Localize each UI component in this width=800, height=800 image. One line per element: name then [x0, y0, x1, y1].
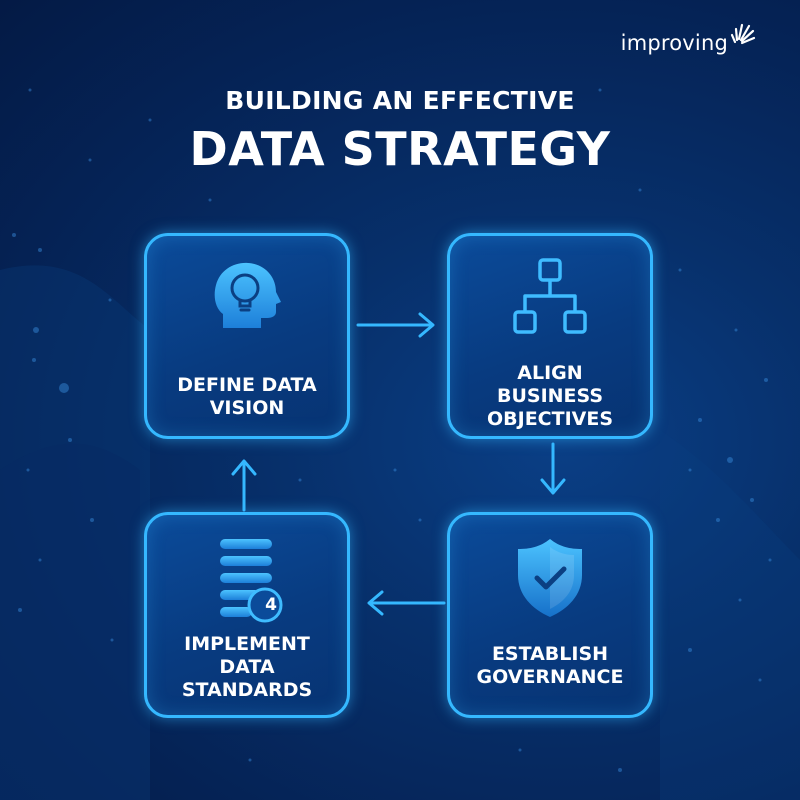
document-list-icon [220, 539, 283, 623]
step-label: ALIGN BUSINESS OBJECTIVES [486, 362, 614, 430]
arrow-down [540, 442, 566, 495]
starburst-icon [730, 23, 756, 45]
step-card-align-business-objectives: ALIGN BUSINESS OBJECTIVES [447, 233, 653, 439]
logo-text: improving [620, 31, 728, 55]
arrow-right [356, 312, 435, 338]
step-label: IMPLEMENT DATA STANDARDS [181, 633, 313, 701]
hierarchy-icon [513, 258, 587, 334]
arrow-up [231, 459, 257, 512]
title-line-1: BUILDING AN EFFECTIVE [225, 86, 575, 115]
step-card-implement-data-standards: 4 IMPLEMENT DATA STANDARDS [144, 512, 350, 718]
step-card-define-data-vision: DEFINE DATA VISION [144, 233, 350, 439]
brand-logo: improving [620, 23, 756, 56]
step-number-badge: 4 [265, 595, 277, 615]
step-label: DEFINE DATA VISION [177, 374, 317, 419]
step-label: ESTABLISH GOVERNANCE [476, 643, 624, 688]
arrow-left [367, 590, 446, 616]
title-line-2: DATA STRATEGY [189, 122, 611, 176]
step-card-establish-governance: ESTABLISH GOVERNANCE [447, 512, 653, 718]
lightbulb-head-icon [214, 262, 281, 328]
shield-check-icon [518, 539, 582, 617]
